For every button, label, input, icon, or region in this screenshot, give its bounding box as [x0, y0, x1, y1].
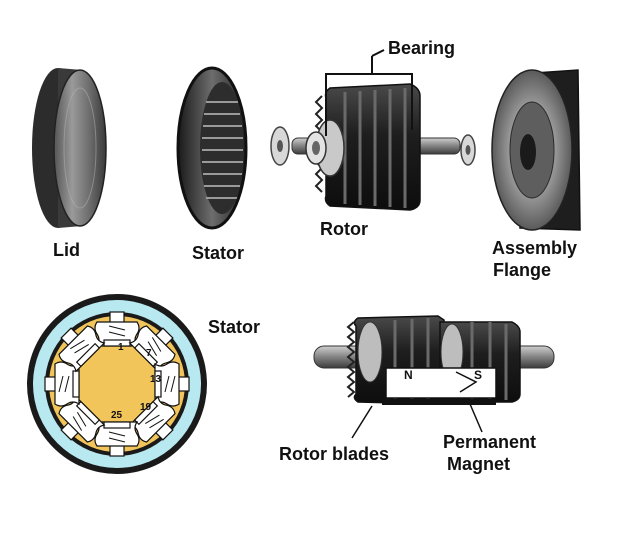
stator-poles	[44, 311, 190, 457]
assembly-flange-part	[491, 69, 581, 231]
stator-pole-8	[58, 325, 106, 373]
washer-right	[460, 134, 476, 166]
stator-number-25: 25	[111, 410, 123, 421]
stator-cross-section: 1 7 13 19 25	[27, 294, 207, 474]
label-lid: Lid	[53, 240, 80, 260]
label-rotor: Rotor	[320, 219, 368, 239]
magnet-pole-south: S	[474, 368, 482, 382]
label-permanent-magnet-2: Magnet	[447, 454, 510, 474]
rotor-magnet-assembly	[313, 315, 555, 405]
stator-part	[176, 66, 248, 230]
rotor-part	[291, 83, 461, 211]
label-permanent-magnet-1: Permanent	[443, 432, 536, 452]
label-assembly-flange-2: Flange	[493, 260, 551, 280]
stator-number-19: 19	[140, 402, 152, 413]
stator-pole-4	[128, 395, 176, 443]
magnet-pole-north: N	[404, 368, 413, 382]
stator-number-7: 7	[146, 348, 152, 359]
rotor-blades-callout	[351, 405, 373, 439]
label-assembly-flange-1: Assembly	[492, 238, 577, 258]
bearing-callout	[325, 49, 413, 136]
stator-number-13: 13	[150, 374, 162, 385]
washer-left	[270, 126, 290, 166]
label-stator-top: Stator	[192, 243, 244, 263]
stator-pole-2	[128, 325, 176, 373]
lid-part	[32, 68, 107, 228]
stator-pole-7	[44, 361, 80, 407]
permanent-magnet-callout	[469, 403, 483, 433]
stator-number-1: 1	[118, 342, 124, 353]
label-rotor-blades: Rotor blades	[279, 444, 389, 464]
label-bearing: Bearing	[388, 38, 455, 58]
label-stator-cross-section: Stator	[208, 317, 260, 337]
